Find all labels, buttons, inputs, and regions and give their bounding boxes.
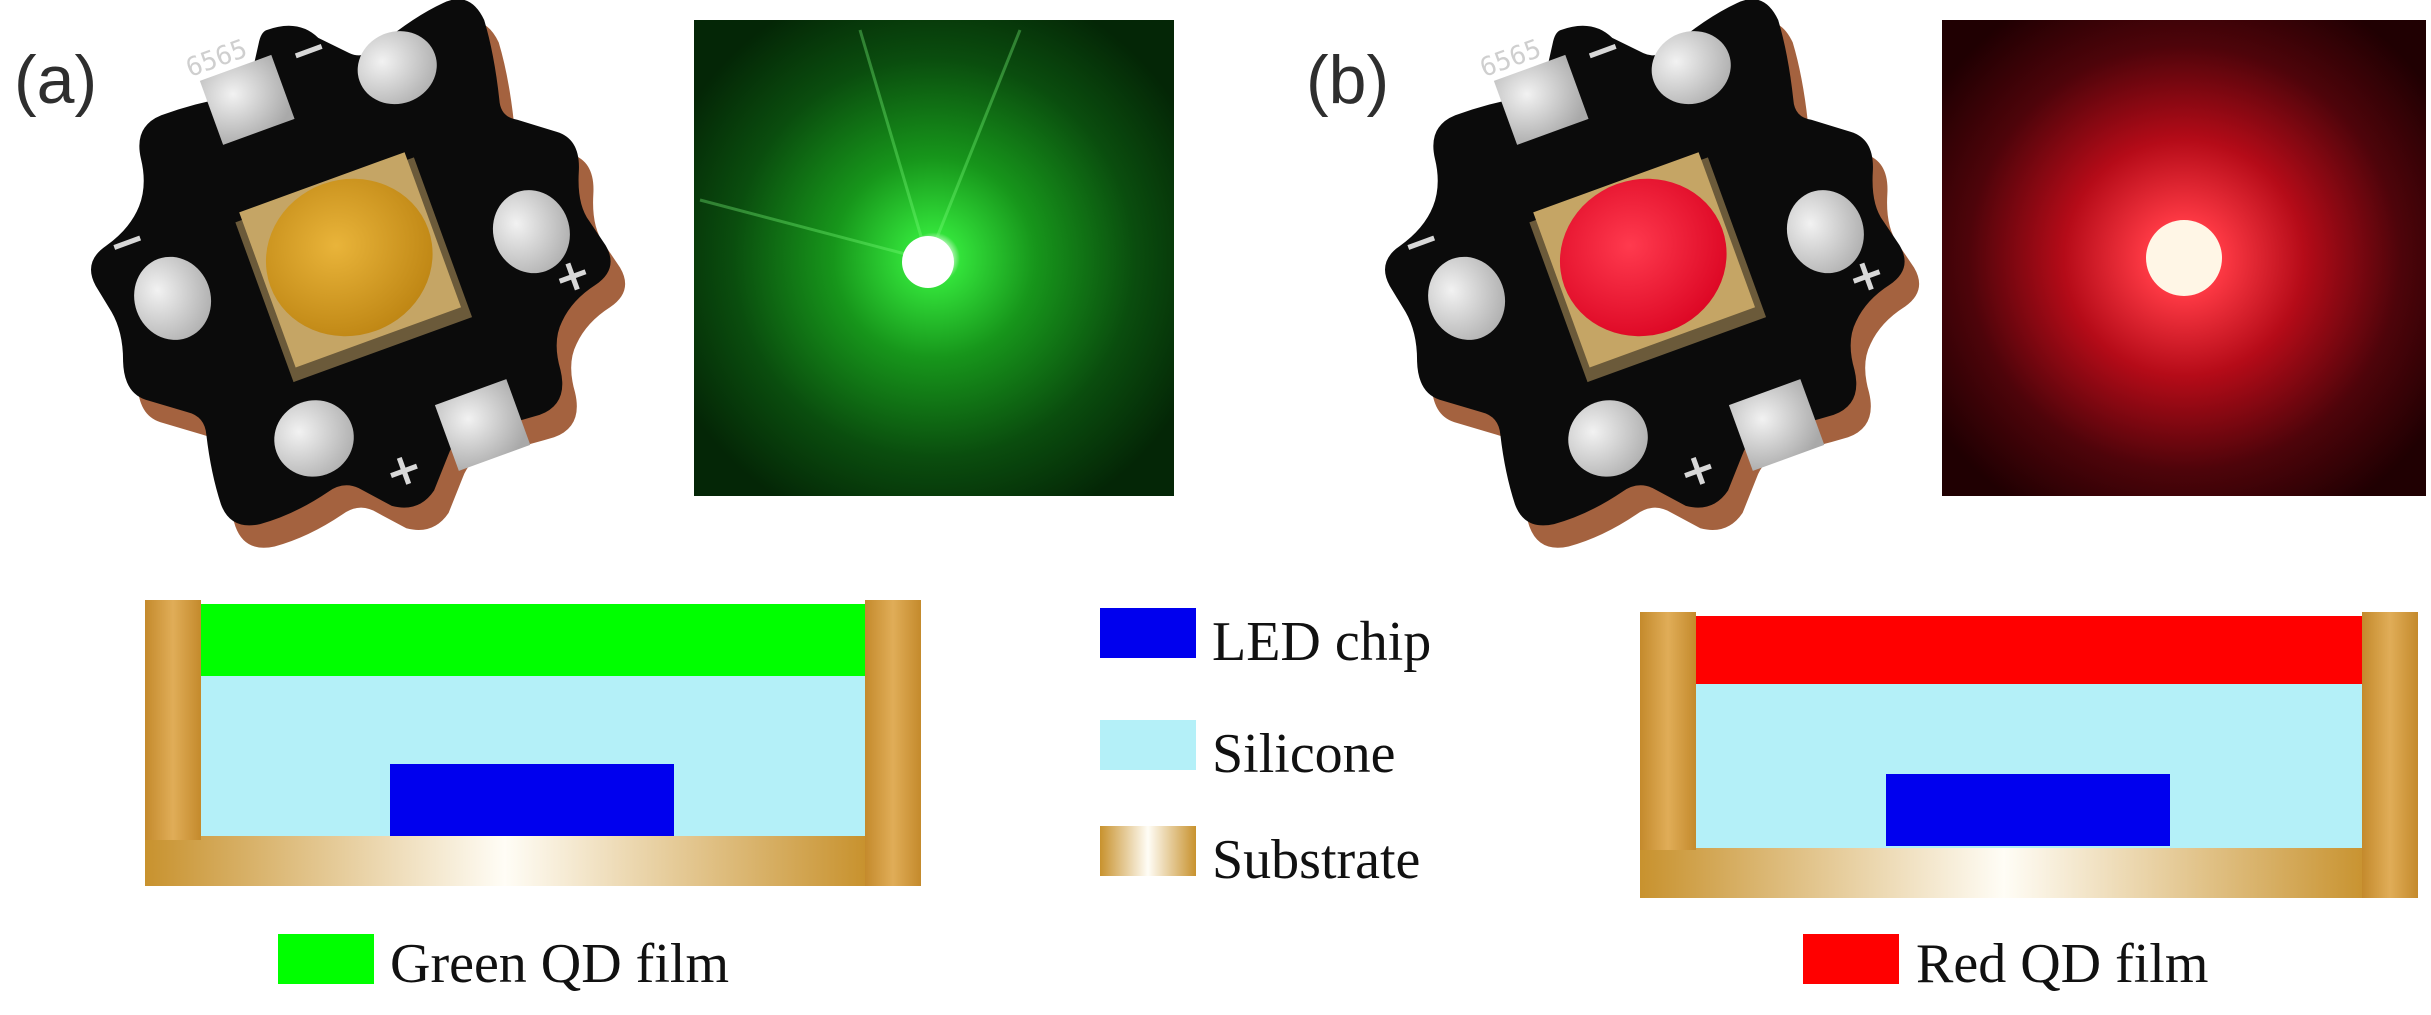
red-film-label: Red QD film xyxy=(1916,933,2208,995)
substrate-left-wall xyxy=(145,600,201,840)
panel-a: (a) 6565 − − + + xyxy=(14,0,1174,995)
led-package xyxy=(1529,152,1767,383)
led-chip-block xyxy=(390,764,674,836)
glow-spot xyxy=(2146,220,2222,296)
green-qd-film-dome xyxy=(265,178,433,337)
substrate-swatch xyxy=(1100,826,1196,876)
center-legend: LED chip Silicone Substrate xyxy=(1100,608,1431,891)
substrate-right-wall xyxy=(2362,612,2418,898)
led-chip-label: LED chip xyxy=(1212,611,1431,673)
solder-pads xyxy=(134,31,570,477)
green-emission-photo xyxy=(694,20,1174,496)
red-film-swatch xyxy=(1803,934,1899,984)
green-qd-film-layer xyxy=(201,604,865,676)
green-film-swatch xyxy=(278,934,374,984)
red-qd-film-dome xyxy=(1559,178,1727,337)
cross-section-green xyxy=(145,600,921,886)
led-package xyxy=(235,152,473,383)
led-photo-red: 6565 − − + + xyxy=(1324,0,1981,607)
panel-b: (b) 6565 − − + + xyxy=(1306,0,2426,995)
silicone-swatch xyxy=(1100,720,1196,770)
panel-a-label: (a) xyxy=(14,42,97,118)
substrate-left-wall xyxy=(1640,612,1696,850)
red-qd-film-layer xyxy=(1696,616,2362,684)
silicone-label: Silicone xyxy=(1212,723,1396,785)
legend-green-film: Green QD film xyxy=(278,933,729,995)
glow-spot xyxy=(902,236,954,288)
led-photo-green: 6565 − − + + xyxy=(30,0,687,607)
red-emission-photo xyxy=(1942,20,2426,496)
substrate-label: Substrate xyxy=(1212,829,1420,891)
cross-section-red xyxy=(1640,612,2418,898)
led-chip-block xyxy=(1886,774,2170,846)
panel-b-label: (b) xyxy=(1306,42,1389,118)
led-chip-swatch xyxy=(1100,608,1196,658)
solder-pads xyxy=(1428,31,1864,477)
substrate-right-wall xyxy=(865,600,921,886)
legend-red-film: Red QD film xyxy=(1803,933,2208,995)
green-film-label: Green QD film xyxy=(390,933,729,995)
